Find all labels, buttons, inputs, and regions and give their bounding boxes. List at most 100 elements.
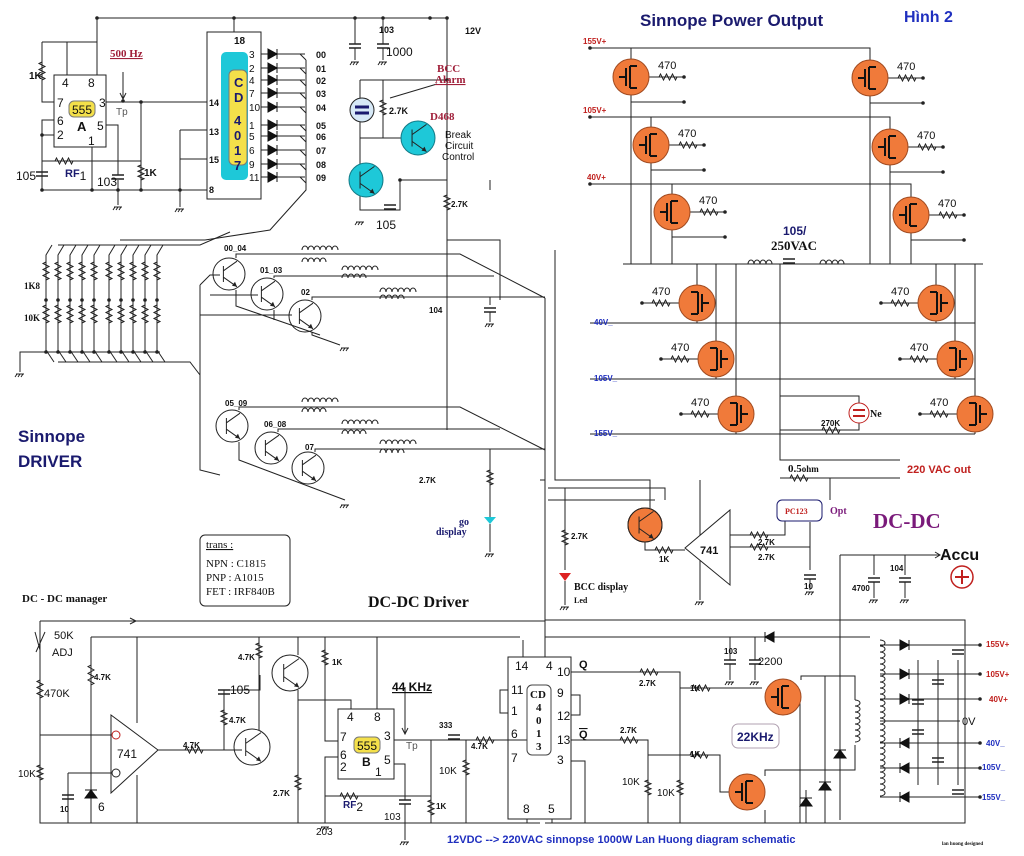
wire <box>69 244 79 363</box>
resistor-label: 2.7K <box>419 476 436 485</box>
resistor <box>691 683 711 693</box>
rf-subscript: 2 <box>356 800 363 814</box>
pin: 10 <box>249 103 261 114</box>
wire <box>554 250 651 510</box>
gate-resistor-label: 470 <box>652 286 670 298</box>
resistor-label: 470K <box>44 688 70 700</box>
capacitor-label: 103 <box>724 647 738 656</box>
page-title: Sinnope Power Output <box>640 11 824 30</box>
junction-dot <box>119 350 123 354</box>
resistor-label: 1K <box>659 555 669 564</box>
resistor-label: 1K <box>690 684 700 693</box>
pin: 1 <box>249 121 255 132</box>
wire <box>730 521 786 536</box>
output-label: 03 <box>316 89 326 99</box>
mosfet-symbol <box>878 135 896 159</box>
capacitor <box>484 307 496 313</box>
npn-transistor <box>250 277 284 311</box>
components <box>14 16 994 846</box>
alarm-lamp <box>349 97 375 123</box>
pnp-transistor <box>348 162 384 198</box>
wire <box>277 428 500 432</box>
pin: 4 <box>347 710 354 724</box>
junction-dot <box>95 16 99 20</box>
capacitor-label: 103 <box>384 812 401 823</box>
junction-dot <box>44 298 48 302</box>
gate-resistor-label: 470 <box>678 128 696 140</box>
pin: 12 <box>557 709 571 723</box>
wire <box>394 763 406 800</box>
diode <box>833 749 847 759</box>
capacitor-label: 4700 <box>852 584 870 593</box>
wire <box>672 183 912 264</box>
pin: 3 <box>99 96 106 110</box>
wire <box>58 231 231 246</box>
wire <box>199 285 221 476</box>
capacitor <box>912 699 924 705</box>
junction-dot <box>918 412 922 416</box>
neon-lamp-element <box>853 409 865 417</box>
wire <box>199 274 220 286</box>
resistor-label: 1K <box>436 802 446 811</box>
diode <box>267 48 279 60</box>
resistor-label: 2.7K <box>620 726 637 735</box>
inductor <box>341 419 379 425</box>
junction-dot <box>56 298 60 302</box>
junction-dot <box>90 188 94 192</box>
ground-symbol <box>349 61 359 66</box>
wire <box>292 67 307 75</box>
resistor <box>254 642 264 659</box>
pin: 3 <box>249 50 255 61</box>
resistor <box>938 210 958 220</box>
resistor <box>929 409 949 419</box>
resistor <box>54 156 74 166</box>
junction-dot <box>445 78 449 82</box>
junction-dot <box>40 188 44 192</box>
ic-cd4013-label: CD <box>530 689 546 701</box>
ic-555-a <box>53 74 107 148</box>
inductor <box>379 287 417 293</box>
wire <box>292 53 307 61</box>
inductor <box>341 429 367 435</box>
inductor <box>379 439 417 445</box>
emitter-arrow <box>270 301 275 307</box>
pin: 4 <box>546 659 553 673</box>
go-display-led <box>484 517 496 524</box>
ground-symbol <box>899 599 909 604</box>
schematic-caption: 12VDC --> 220VAC sinnopse 1000W Lan Huon… <box>447 834 796 846</box>
opamp-741 <box>110 714 159 795</box>
wire <box>93 244 103 363</box>
pin: 18 <box>234 36 246 47</box>
arrow <box>129 617 138 625</box>
pin: 9 <box>249 160 255 171</box>
diode <box>267 130 279 142</box>
frequency-label: 500 Hz <box>110 48 143 60</box>
ic-555-b <box>337 708 395 780</box>
resistor <box>37 61 47 81</box>
junction-dot <box>119 298 123 302</box>
npn-transistor <box>212 257 246 291</box>
wire <box>45 244 55 363</box>
junction-dot <box>107 350 111 354</box>
gate-resistor-label: 470 <box>658 60 676 72</box>
filter-cap-label: 105/ <box>783 224 807 238</box>
wire <box>41 119 54 190</box>
emitter-arrow <box>308 323 313 329</box>
ic-cd4017-label: C <box>234 75 244 90</box>
resistor <box>917 142 937 152</box>
junction-dot <box>962 238 966 242</box>
resistor <box>152 261 162 281</box>
capacitor <box>112 174 124 180</box>
optocoupler-label: PC123 <box>785 507 808 516</box>
resistor <box>136 164 146 181</box>
transistor-label: 06_08 <box>264 420 287 429</box>
neon-label: Ne <box>870 409 882 420</box>
inductor <box>379 448 405 454</box>
wire <box>780 477 831 500</box>
resistor-label: 1K <box>29 71 43 82</box>
gate-resistor-label: 470 <box>699 195 717 207</box>
wire <box>324 637 338 742</box>
junction-dot <box>640 301 644 305</box>
resistor-label: 1K <box>144 168 158 179</box>
wire <box>764 745 856 776</box>
